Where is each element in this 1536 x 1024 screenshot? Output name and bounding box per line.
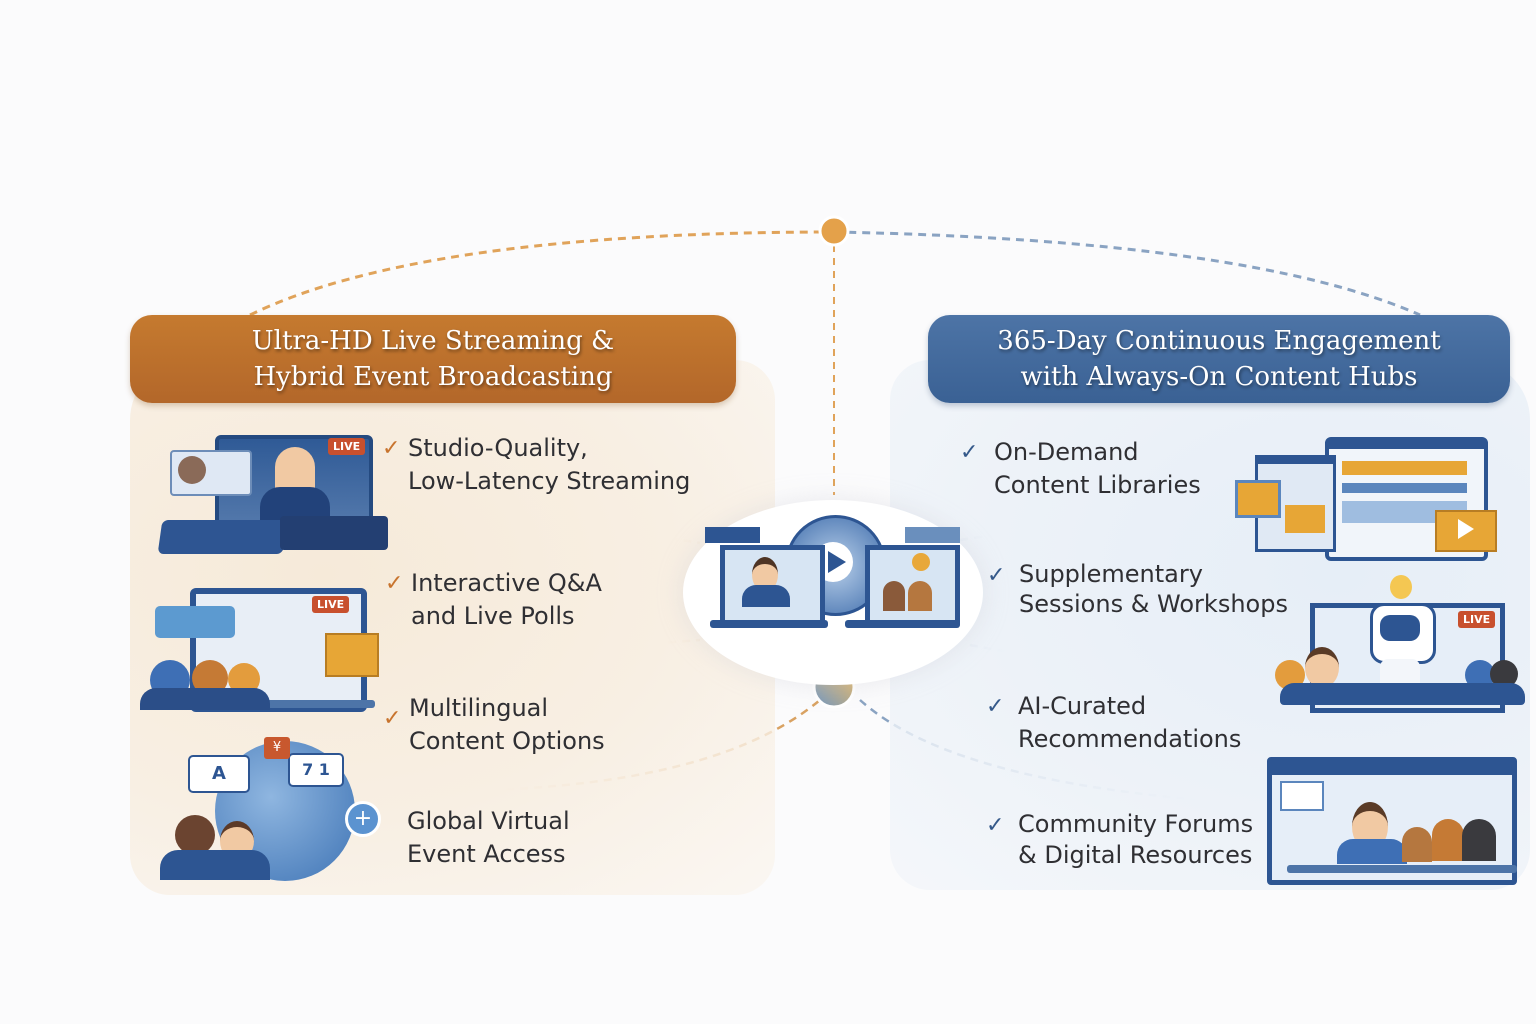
right-section-header: 365-Day Continuous Engagement with Alway… bbox=[928, 315, 1510, 403]
item-line1: Multilingual bbox=[409, 694, 549, 722]
item-line1: Community Forums bbox=[1018, 810, 1254, 838]
item-line1: On-Demand bbox=[994, 438, 1139, 466]
check-icon: ✓ bbox=[960, 440, 979, 465]
item-line1: Interactive Q&A bbox=[411, 569, 602, 597]
check-icon: ✓ bbox=[385, 571, 404, 596]
live-badge: LIVE bbox=[328, 438, 366, 455]
right-item-community-forums: ✓ Community Forums & Digital Resources bbox=[986, 809, 1253, 871]
language-bubble-b: 7 1 bbox=[288, 753, 344, 787]
check-icon: ✓ bbox=[987, 563, 1006, 588]
plus-icon: + bbox=[345, 801, 381, 837]
live-badge: LIVE bbox=[312, 596, 350, 613]
broadcast-studio-illustration: LIVE bbox=[140, 432, 400, 557]
item-line2: Low-Latency Streaming bbox=[408, 467, 691, 495]
item-line2: Sessions & Workshops bbox=[1019, 590, 1288, 618]
item-line2: Recommendations bbox=[1018, 725, 1242, 753]
live-poll-illustration: LIVE bbox=[140, 588, 380, 713]
live-badge: LIVE bbox=[1458, 611, 1496, 628]
left-title-line1: Ultra-HD Live Streaming & bbox=[251, 326, 615, 356]
item-line2: Event Access bbox=[407, 840, 566, 868]
top-arc-right bbox=[833, 230, 1421, 317]
ai-robot-workshop-illustration: LIVE bbox=[1270, 575, 1530, 713]
check-icon: ✓ bbox=[382, 436, 401, 461]
content-library-illustration bbox=[1230, 435, 1505, 561]
play-icon bbox=[1458, 519, 1474, 539]
item-line1: Global Virtual bbox=[407, 807, 570, 835]
globe-play-hub bbox=[700, 515, 965, 630]
right-title-line2: with Always-On Content Hubs bbox=[1020, 362, 1418, 392]
lightbulb-icon bbox=[1390, 575, 1412, 599]
play-icon bbox=[828, 551, 846, 573]
check-icon: ✓ bbox=[383, 706, 402, 731]
item-line1: AI-Curated bbox=[1018, 692, 1147, 720]
item-line2: and Live Polls bbox=[411, 602, 575, 630]
item-line1: Studio-Quality, bbox=[408, 434, 588, 462]
item-line2: Content Options bbox=[409, 727, 605, 755]
left-item-streaming: ✓ Studio-Quality, Low-Latency Streaming bbox=[382, 432, 690, 498]
item-line1: Supplementary bbox=[1019, 560, 1203, 588]
top-node bbox=[818, 215, 850, 247]
language-bubble-c: ¥ bbox=[264, 737, 290, 759]
left-item-qa-polls: ✓ Interactive Q&A and Live Polls bbox=[385, 567, 602, 633]
multilingual-globe-illustration: A 7 1 ¥ + bbox=[140, 735, 381, 885]
right-title-line1: 365-Day Continuous Engagement bbox=[997, 326, 1441, 356]
check-icon: ✓ bbox=[986, 813, 1005, 838]
item-line2: & Digital Resources bbox=[1018, 841, 1253, 869]
community-forum-illustration bbox=[1262, 757, 1520, 885]
left-section-header: Ultra-HD Live Streaming & Hybrid Event B… bbox=[130, 315, 736, 403]
item-line2: Content Libraries bbox=[994, 471, 1201, 499]
top-arc-left bbox=[249, 230, 835, 317]
language-bubble-a: A bbox=[188, 755, 250, 793]
check-icon: ✓ bbox=[986, 694, 1005, 719]
left-title-line2: Hybrid Event Broadcasting bbox=[253, 362, 613, 392]
